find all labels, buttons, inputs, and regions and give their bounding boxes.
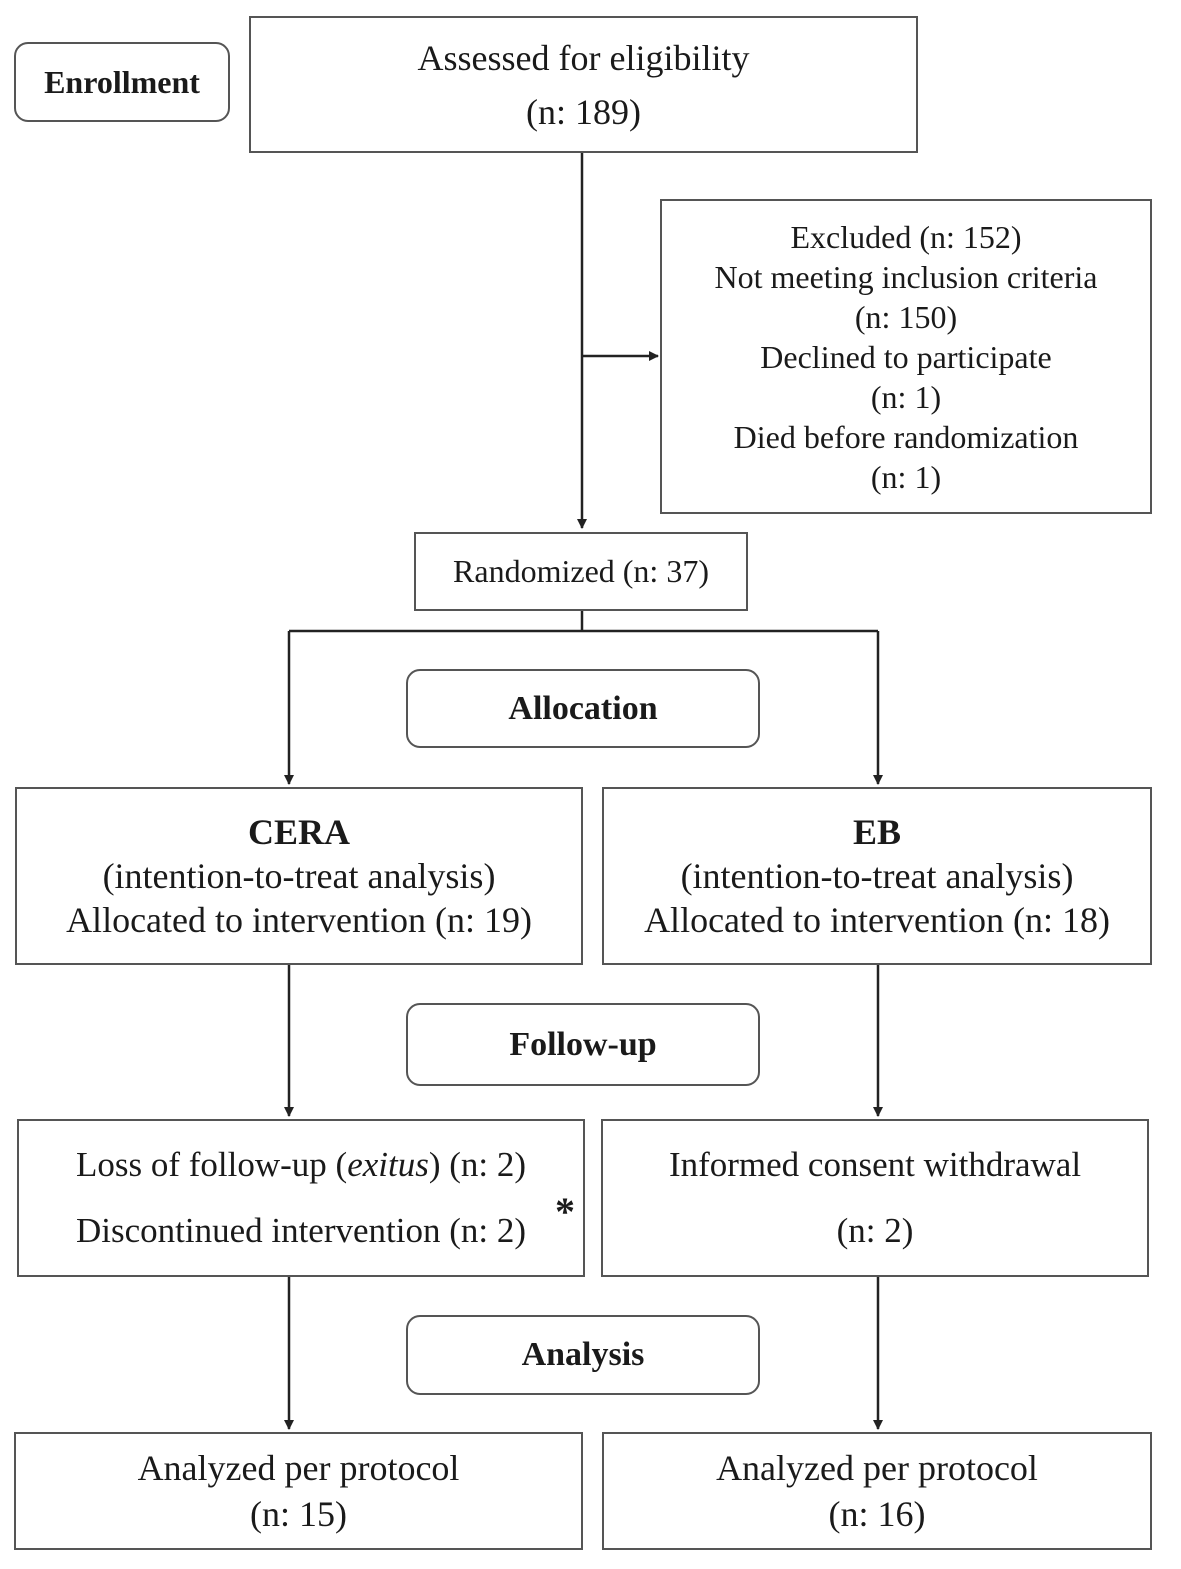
assessed-box: Assessed for eligibility (n: 189)	[249, 16, 918, 153]
eb-analysis-type: (intention-to-treat analysis)	[680, 856, 1074, 896]
footnote-marker: *	[555, 1189, 575, 1234]
eb-allocation-box: EB (intention-to-treat analysis) Allocat…	[602, 787, 1152, 965]
excluded-reason-2-count: (n: 1)	[870, 378, 942, 415]
cera-analyzed-count: (n: 15)	[250, 1494, 347, 1534]
randomized-label: Randomized (n: 37)	[453, 553, 709, 589]
stage-followup: Follow-up	[406, 1003, 760, 1086]
excluded-reason-1-count: (n: 150)	[854, 298, 958, 335]
stage-allocation-label: Allocation	[508, 689, 658, 727]
cera-followup-loss-prefix: Loss of follow-up (	[75, 1145, 348, 1184]
stage-analysis: Analysis	[406, 1315, 760, 1395]
excluded-reason-3: Died before randomization	[733, 418, 1079, 455]
assessed-label: Assessed for eligibility	[417, 37, 750, 78]
cera-followup-discontinued: Discontinued intervention (n: 2)	[75, 1211, 527, 1250]
stage-enrollment-label: Enrollment	[44, 63, 200, 100]
stage-allocation: Allocation	[406, 669, 760, 748]
stage-analysis-label: Analysis	[521, 1336, 645, 1373]
eb-arm-name: EB	[852, 812, 902, 852]
excluded-reason-1: Not meeting inclusion criteria	[714, 258, 1098, 295]
eb-analysis-box: Analyzed per protocol (n: 16)	[602, 1432, 1152, 1550]
stage-enrollment: Enrollment	[14, 42, 230, 122]
cera-allocated: Allocated to intervention (n: 19)	[66, 900, 532, 940]
eb-followup-count: (n: 2)	[836, 1211, 914, 1250]
cera-analysis-box: Analyzed per protocol (n: 15)	[14, 1432, 583, 1550]
excluded-reason-3-count: (n: 1)	[870, 458, 942, 495]
cera-followup-loss-italic: exitus	[347, 1145, 429, 1184]
excluded-reason-2: Declined to participate	[760, 338, 1052, 375]
cera-followup-box: Loss of follow-up (exitus) (n: 2) Discon…	[17, 1119, 585, 1277]
eb-analyzed-count: (n: 16)	[828, 1494, 926, 1534]
excluded-box: Excluded (n: 152) Not meeting inclusion …	[660, 199, 1152, 514]
stage-followup-label: Follow-up	[509, 1025, 657, 1063]
randomized-box: Randomized (n: 37)	[414, 532, 748, 611]
excluded-title: Excluded (n: 152)	[790, 218, 1022, 255]
cera-analysis-type: (intention-to-treat analysis)	[102, 856, 496, 896]
cera-allocation-box: CERA (intention-to-treat analysis) Alloc…	[15, 787, 583, 965]
cera-followup-loss-suffix: ) (n: 2)	[428, 1145, 527, 1184]
cera-arm-name: CERA	[247, 812, 350, 852]
eb-allocated: Allocated to intervention (n: 18)	[644, 900, 1110, 940]
eb-followup-reason: Informed consent withdrawal	[668, 1145, 1082, 1184]
cera-followup-loss: Loss of follow-up (exitus) (n: 2)	[76, 1132, 526, 1198]
eb-analyzed-label: Analyzed per protocol	[716, 1448, 1038, 1488]
assessed-count: (n: 189)	[526, 91, 641, 132]
cera-analyzed-label: Analyzed per protocol	[137, 1448, 460, 1488]
eb-followup-box: Informed consent withdrawal (n: 2)	[601, 1119, 1149, 1277]
